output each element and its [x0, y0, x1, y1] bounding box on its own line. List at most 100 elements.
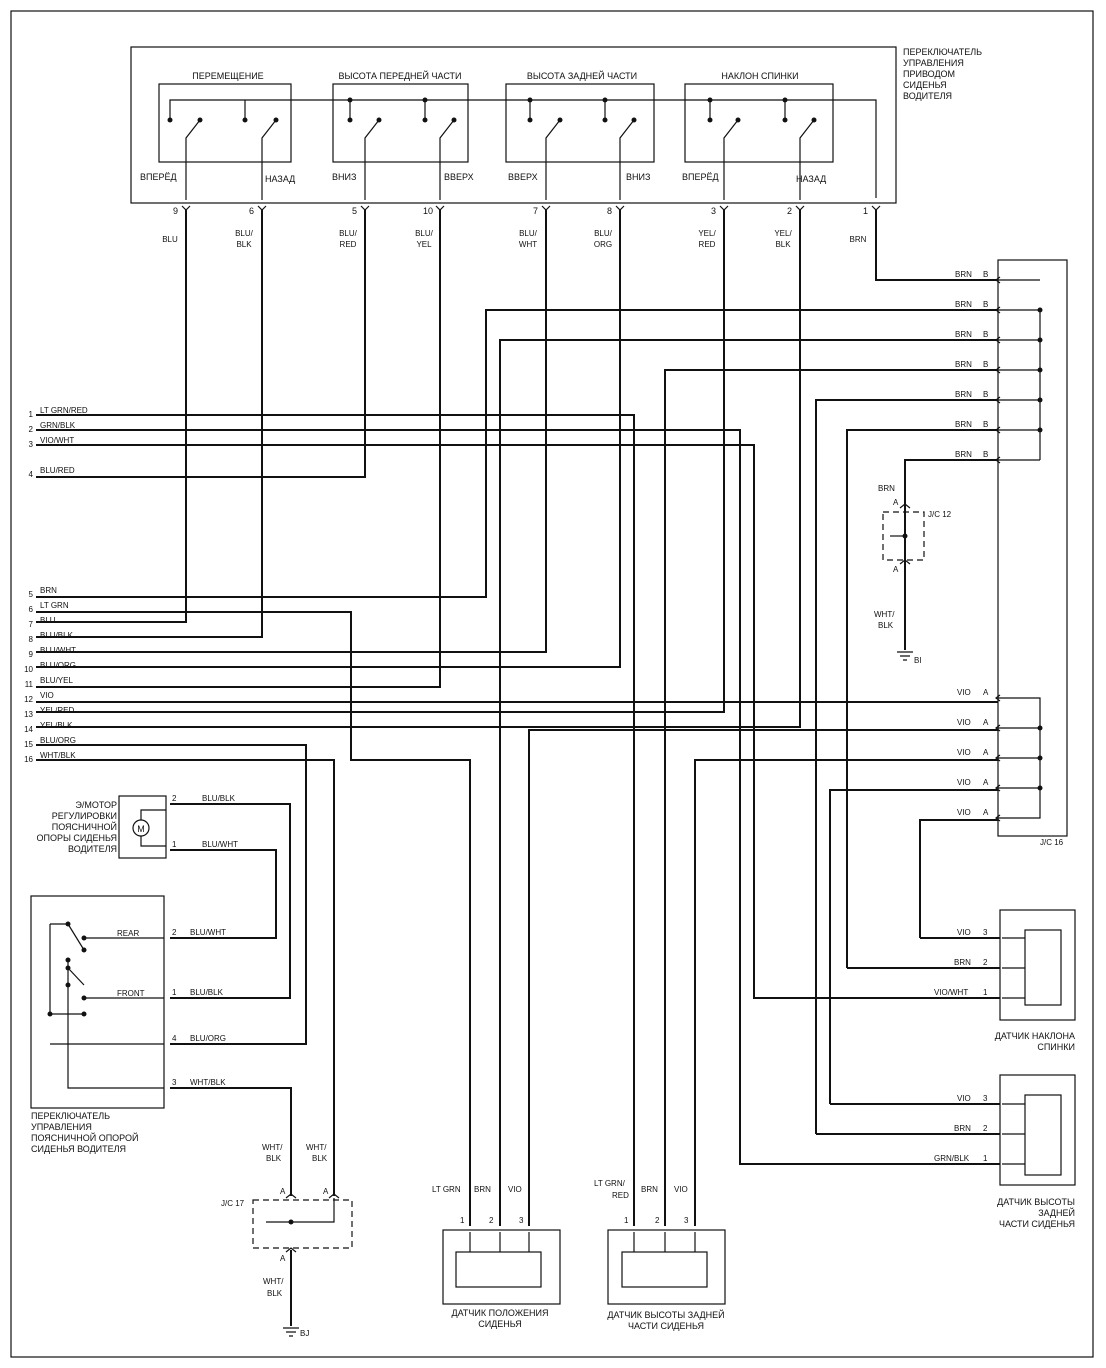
jc16-brn-5-pin: B: [983, 390, 988, 399]
rh-right-title-2: ЗАДНЕЙ: [1038, 1207, 1075, 1218]
lumbar-switch-pin1: 1: [172, 988, 177, 997]
ecu-wire-9: BLU/WHT: [40, 646, 76, 655]
lumbar-motor-title-4: ОПОРЫ СИДЕНЬЯ: [36, 833, 117, 843]
ecu-wire-13: YEL/RED: [40, 706, 74, 715]
rh-right-pin3: 3: [983, 1094, 988, 1103]
wire-pin3-a: YEL/: [698, 229, 716, 238]
lumbar-switch-wire3: WHT/BLK: [190, 1078, 226, 1087]
jc16-vio-3: VIO: [957, 748, 971, 757]
pin-10: 10: [423, 206, 433, 216]
wire-pin7-b: WHT: [519, 240, 537, 249]
ecu-pin-4: 4: [29, 470, 34, 479]
lumbar-motor-pin2: 2: [172, 794, 177, 803]
jc16-vio-4-pin: A: [983, 778, 989, 787]
group-label-recline: НАКЛОН СПИНКИ: [721, 71, 798, 81]
jc12-pin-top: A: [893, 498, 899, 507]
recline-title-2: СПИНКИ: [1037, 1042, 1075, 1052]
lumbar-switch-title-3: ПОЯСНИЧНОЙ ОПОРОЙ: [31, 1132, 138, 1143]
ecu-wire-4: BLU/RED: [40, 466, 75, 475]
wire-pin7-a: BLU/: [519, 229, 538, 238]
jc16-vio-2: VIO: [957, 718, 971, 727]
ecu-wire-14: YEL/BLK: [40, 721, 73, 730]
main-switch-title-1: ПЕРЕКЛЮЧАТЕЛЬ: [903, 47, 982, 57]
jc17-pin-a1: A: [280, 1187, 286, 1196]
rh-right-pin1: 1: [983, 1154, 988, 1163]
rh-bottom-title-1: ДАТЧИК ВЫСОТЫ ЗАДНЕЙ: [607, 1309, 724, 1320]
ecu-wire-3: VIO/WHT: [40, 436, 74, 445]
jc12-wire-bottom-a: WHT/: [874, 610, 895, 619]
jc17-wire-right-a: WHT/: [306, 1143, 327, 1152]
pos-sensor-pin1: 1: [460, 1216, 465, 1225]
lumbar-switch-wire4: BLU/ORG: [190, 1034, 226, 1043]
jc16-brn-5: BRN: [955, 390, 972, 399]
ecu-pin-14: 14: [24, 725, 33, 734]
ecu-wire-5: BRN: [40, 586, 57, 595]
group-label-rear-height: ВЫСОТА ЗАДНЕЙ ЧАСТИ: [527, 70, 637, 81]
lumbar-switch-pin2: 2: [172, 928, 177, 937]
wire-pin6-b: BLK: [236, 240, 252, 249]
recline-sensor: VIO 3 BRN 2 VIO/WHT 1 ДАТЧИК НАКЛОНА СПИ…: [934, 909, 1076, 1052]
wire-pin1: BRN: [850, 235, 867, 244]
pos-sensor-pin2: 2: [489, 1216, 494, 1225]
lumbar-switch-pin3: 3: [172, 1078, 177, 1087]
jc12-wire-top: BRN: [878, 484, 895, 493]
ecu-wire-16: WHT/BLK: [40, 751, 76, 760]
jc16-brn-6-pin: B: [983, 420, 988, 429]
lumbar-switch-wire2: BLU/WHT: [190, 928, 226, 937]
jc16-brn-2-pin: B: [983, 300, 988, 309]
pos-sensor-wire3: VIO: [508, 1185, 522, 1194]
lumbar-motor-pin1: 1: [172, 840, 177, 849]
recline-pin2: 2: [983, 958, 988, 967]
jc16-brn-3: BRN: [955, 330, 972, 339]
pos-sensor-pin3: 3: [519, 1216, 524, 1225]
lumbar-motor-wire2: BLU/BLK: [202, 794, 236, 803]
ecu-wire-8: BLU/BLK: [40, 631, 74, 640]
lumbar-switch-title-2: УПРАВЛЕНИЯ: [31, 1122, 92, 1132]
pos-sensor-title-2: СИДЕНЬЯ: [478, 1319, 522, 1329]
lumbar-switch-title-1: ПЕРЕКЛЮЧАТЕЛЬ: [31, 1111, 110, 1121]
recline-title-1: ДАТЧИК НАКЛОНА: [995, 1031, 1075, 1041]
wire-pin5-b: RED: [340, 240, 357, 249]
wire-pin10-b: YEL: [416, 240, 432, 249]
ecu-wire-10: BLU/ORG: [40, 661, 76, 670]
motor-symbol: M: [137, 824, 145, 834]
jc16-brn-3-pin: B: [983, 330, 988, 339]
pos-sensor-wire1: LT GRN: [432, 1185, 461, 1194]
ground-bi-label: BI: [914, 656, 922, 665]
rh-bottom-pin3: 3: [684, 1216, 689, 1225]
ecu-pin-2: 2: [29, 425, 34, 434]
junction-jc17: J/C 17 WHT/ BLK WHT/ BLK A A A WHT/ BLK …: [221, 1143, 353, 1338]
ecu-pin-15: 15: [24, 740, 33, 749]
ecu-wire-15: BLU/ORG: [40, 736, 76, 745]
dir-label-back: НАЗАД: [265, 174, 295, 184]
dir-label-up-rear: ВВЕРХ: [508, 172, 538, 182]
jc16-brn-4-pin: B: [983, 360, 988, 369]
rh-bottom-pin1: 1: [624, 1216, 629, 1225]
ground-bj-label: BJ: [300, 1329, 309, 1338]
rh-bottom-wire3: VIO: [674, 1185, 688, 1194]
lumbar-switch-pin4: 4: [172, 1034, 177, 1043]
wire-pin6-a: BLU/: [235, 229, 254, 238]
pin-1: 1: [863, 206, 868, 216]
rear-height-sensor-bottom: LT GRN/ RED BRN VIO 1 2 3 ДАТЧИК ВЫСОТЫ …: [594, 1179, 726, 1331]
jc16-vio-3-pin: A: [983, 748, 989, 757]
ecu-pin-8: 8: [29, 635, 34, 644]
ecu-pin-3: 3: [29, 440, 34, 449]
rh-right-pin2: 2: [983, 1124, 988, 1133]
rh-right-wire2: BRN: [954, 1124, 971, 1133]
dir-label-forward: ВПЕРЁД: [140, 172, 177, 182]
ecu-pin-16: 16: [24, 755, 33, 764]
dir-label-down-rear: ВНИЗ: [626, 172, 650, 182]
lumbar-switch-wire1: BLU/BLK: [190, 988, 224, 997]
jc17-pin-a3: A: [280, 1254, 286, 1263]
ecu-pin-5: 5: [29, 590, 34, 599]
group-label-front-height: ВЫСОТА ПЕРЕДНЕЙ ЧАСТИ: [339, 70, 462, 81]
rh-right-wire3: VIO: [957, 1094, 971, 1103]
lumbar-motor: M Э/МОТОР РЕГУЛИРОВКИ ПОЯСНИЧНОЙ ОПОРЫ С…: [36, 794, 238, 859]
jc16-label: J/C 16: [1040, 838, 1064, 847]
ecu-pin-1: 1: [29, 410, 34, 419]
ecu-pin-12: 12: [24, 695, 33, 704]
main-seat-switch: ПЕРЕКЛЮЧАТЕЛЬ УПРАВЛЕНИЯ ПРИВОДОМ СИДЕНЬ…: [130, 46, 982, 249]
ecu-pin-6: 6: [29, 605, 34, 614]
pin-3: 3: [711, 206, 716, 216]
